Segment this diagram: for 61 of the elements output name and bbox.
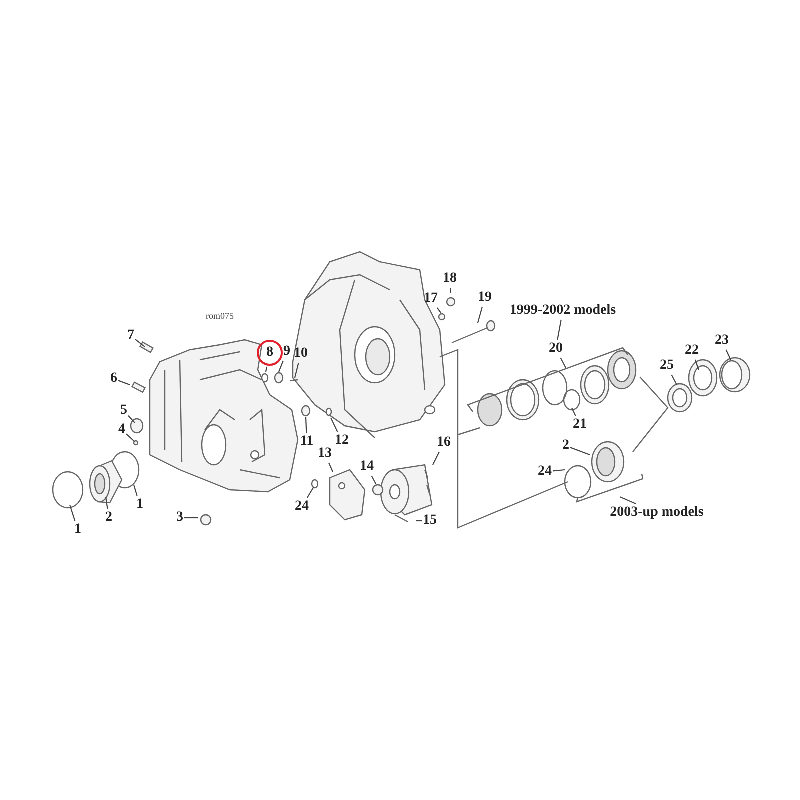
model-group-label: 1999-2002 models [510,303,616,319]
leader-line [133,484,138,496]
leader-line [294,362,300,378]
callout-number: 24 [538,464,552,480]
leader-line [330,418,338,432]
leader-line [328,462,334,472]
callout-number: 3 [176,510,184,526]
leader-line [694,360,700,370]
callout-number: 2 [106,510,112,526]
callout-number: 14 [360,459,374,475]
leader-line [726,350,732,360]
callout-number: 13 [318,446,332,462]
leader-line [671,374,678,386]
leader-line [184,517,198,519]
leader-line [278,360,284,372]
callout-number: 17 [424,291,438,307]
leader-line [128,416,136,424]
callout-number: 20 [549,341,563,357]
callout-number: 25 [660,358,674,374]
leader-line [477,306,483,324]
leader-line [305,416,308,434]
callout-number: 15 [423,513,437,529]
leader-line [620,496,636,504]
leader-line [560,358,566,368]
callout-number: 2 [562,438,570,454]
leader-line [135,339,146,348]
callout-number: 19 [478,290,492,306]
leader-line [450,288,452,294]
leader-line [118,380,130,386]
callout-number: 16 [437,435,451,451]
callout-number: 11 [300,434,314,450]
circled-callout-number: 8 [257,340,283,366]
callout-number: 12 [335,433,349,449]
leader-line [572,408,576,416]
callout-number: 7 [128,328,134,344]
leader-line [432,452,440,466]
callout-number: 22 [685,343,699,359]
callout-number: 5 [120,403,128,419]
callout-number: 21 [573,417,587,433]
callout-number: 23 [715,333,729,349]
leader-line [69,504,76,522]
leader-line [557,320,562,340]
leader-line [126,434,136,442]
leader-line [306,486,314,498]
leader-line [371,476,376,484]
callout-number: 6 [110,371,118,387]
leader-line [105,496,108,510]
callout-number: 18 [443,271,457,287]
callout-number: 4 [118,422,126,438]
callout-number: 1 [136,497,144,513]
model-group-label: 2003-up models [610,505,704,521]
drawing-reference-code: rom075 [206,311,234,321]
leader-line [570,447,590,456]
leader-line [436,308,442,314]
callout-number: 9 [284,344,290,360]
leader-line [552,469,566,472]
leader-line [416,520,422,522]
callout-number: 10 [294,346,308,362]
callout-number: 24 [295,499,309,515]
callout-number: 1 [74,522,82,538]
leader-line [265,366,268,372]
